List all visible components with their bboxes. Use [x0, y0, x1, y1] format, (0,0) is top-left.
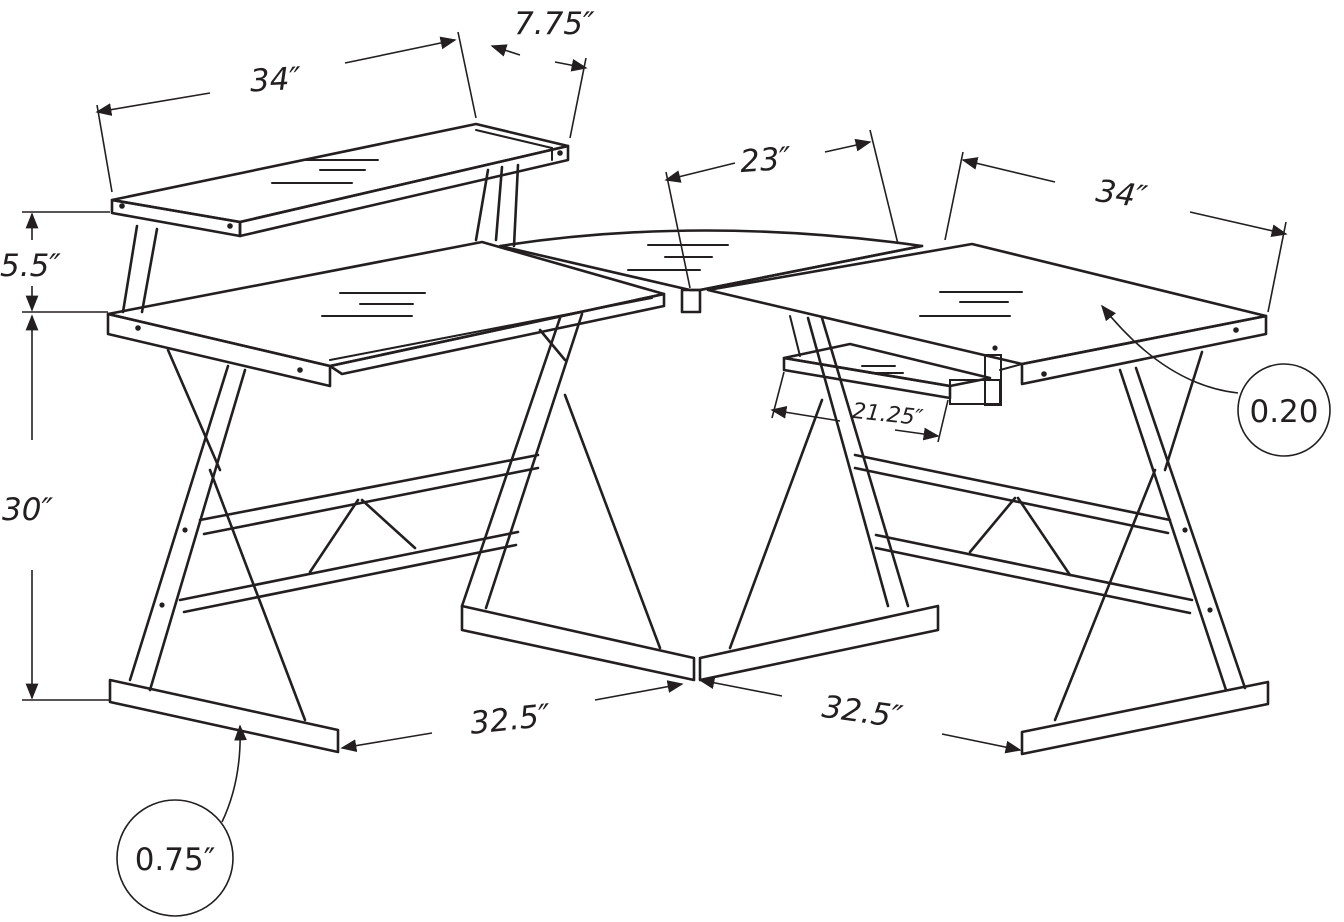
dimension-lines: [22, 31, 1288, 823]
keyboard-tray-label: 21.25″: [851, 399, 925, 431]
hutch-height-label: 5.5″: [0, 248, 61, 284]
glass-thickness-callout: 0.20: [1237, 363, 1331, 457]
left-desktop: [106, 240, 666, 388]
base-thickness-value: 0.75″: [135, 842, 216, 878]
hutch-shelf: [110, 122, 570, 238]
hutch-width-label: 34″: [249, 61, 302, 100]
desk-height-label: 30″: [2, 492, 53, 528]
corner-width-label: 23″: [739, 141, 793, 181]
right-desk: [706, 242, 1270, 756]
left-desk: [106, 122, 666, 754]
keyboard-tray: [782, 315, 1023, 406]
left-frame: [108, 312, 662, 754]
right-width-label: 34″: [1094, 173, 1150, 216]
hutch-depth-label: 7.75″: [514, 6, 595, 42]
base-thickness-callout: 0.75″: [116, 799, 234, 917]
corner-desk: [460, 229, 940, 682]
glass-thickness-value: 0.20: [1249, 394, 1318, 430]
right-length-label: 32.5″: [820, 689, 905, 736]
left-length-label: 32.5″: [468, 698, 552, 742]
right-frame: [728, 316, 1270, 756]
